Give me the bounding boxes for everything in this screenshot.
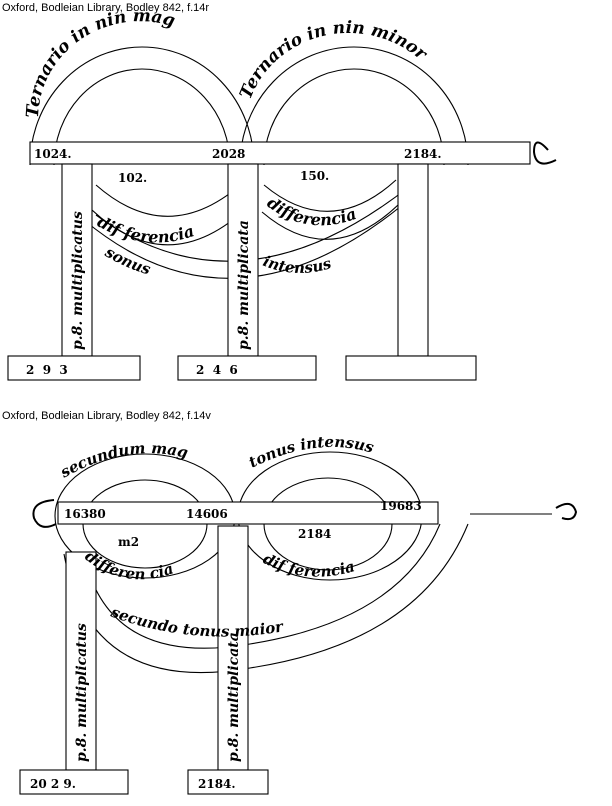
inner-number-right: 150. [300, 169, 329, 183]
inner-arc-left [95, 179, 247, 217]
foot-text-left: 20 2 9. [30, 777, 76, 791]
bar-terminal-flourish [532, 141, 557, 165]
lower-band-inner [83, 523, 441, 649]
foot-left [19, 769, 129, 795]
inner-arc-right-outer [261, 204, 399, 240]
caption-folio-v: Oxford, Bodleian Library, Bodley 842, f.… [2, 410, 211, 422]
arc-text-right: Ternario in nin minor [236, 18, 431, 102]
pillar-text-left: p.8. multiplicatus [74, 623, 90, 762]
outer-ring-right [239, 46, 469, 166]
diagram-folio-v: secundum mag tonus intensus 16380 14606 … [19, 433, 578, 795]
foot-text-left: 2 9 3 [26, 363, 68, 377]
foot-text-mid: 2 4 6 [196, 363, 238, 377]
foot-text-mid: 2184. [198, 777, 236, 791]
pillar-text-mid: p.8. multiplicata [236, 220, 252, 350]
arc-text-left: Ternario in nin mag [23, 6, 177, 118]
arc-text-right: tonus intensus [246, 433, 376, 472]
bar-left-flourish [32, 499, 57, 528]
pillar-text-mid: p.8. multiplicata [226, 632, 242, 762]
inner-number-left: m2 [118, 535, 139, 549]
horizontal-bar [57, 501, 439, 525]
inner-word-left: dif ferencia [94, 212, 196, 247]
inner-number-left: 102. [118, 171, 147, 185]
pillar-text-left: p.8. multiplicatus [70, 211, 86, 350]
lower-band-word: secundo tonus maior [109, 603, 286, 641]
caption-folio-r: Oxford, Bodleian Library, Bodley 842, f.… [2, 2, 210, 14]
pillar-right [397, 163, 429, 357]
bar-number-mid: 14606 [186, 507, 228, 521]
bar-number-right: 2184. [404, 147, 442, 161]
lower-word-left: sonus [102, 243, 153, 279]
bar-number-left: 16380 [64, 507, 106, 521]
foot-right [345, 355, 477, 381]
foot-left [7, 355, 141, 381]
foot-mid [187, 769, 269, 795]
bar-right-flourish [555, 502, 578, 521]
inner-arc-right [263, 179, 397, 212]
diagram-folio-r: Ternario in nin mag Ternario in nin mino… [7, 6, 557, 381]
foot-mid [177, 355, 317, 381]
outer-ring-left [29, 46, 255, 166]
bar-number-left: 1024. [34, 147, 72, 161]
inner-number-right: 2184 [298, 527, 331, 541]
inner-word-right: dif ferencia [260, 550, 357, 581]
pillar-mid [227, 163, 259, 357]
bar-number-right: 19683 [380, 499, 422, 513]
pillar-left [61, 163, 93, 357]
bar-number-mid: 2028 [212, 147, 245, 161]
arc-text-left: secundum mag [57, 439, 189, 481]
horizontal-bar [29, 141, 531, 165]
pillar-mid [217, 525, 249, 771]
pillar-left [65, 551, 97, 771]
